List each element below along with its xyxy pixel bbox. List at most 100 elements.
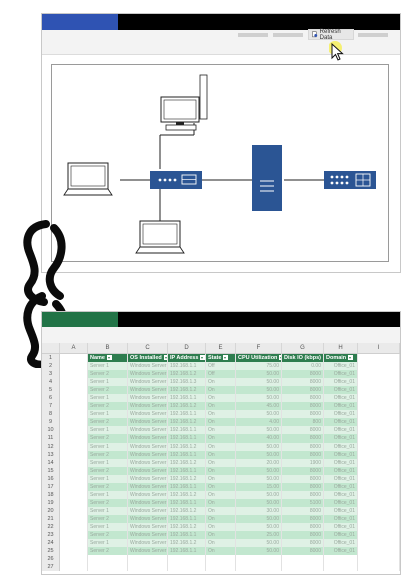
cell[interactable]: Windows Server — [128, 450, 168, 459]
cell[interactable]: 8000 — [282, 490, 324, 499]
cell[interactable]: Server 2 — [88, 531, 128, 540]
cell[interactable]: 8000 — [282, 450, 324, 459]
row-number[interactable]: 14 — [42, 458, 60, 467]
cell[interactable]: On — [206, 410, 236, 419]
cell[interactable] — [236, 555, 282, 564]
cell[interactable] — [358, 410, 400, 419]
cell[interactable] — [60, 402, 88, 411]
cell[interactable] — [358, 402, 400, 411]
cell[interactable]: Server 1 — [88, 506, 128, 515]
cell[interactable]: Office_01 — [324, 362, 358, 371]
row-number[interactable]: 5 — [42, 386, 60, 395]
cell[interactable]: On — [206, 522, 236, 532]
column-header[interactable]: A — [60, 343, 88, 353]
cell[interactable]: 50.00 — [236, 522, 282, 532]
cell[interactable]: 50.00 — [236, 394, 282, 403]
diagram-canvas[interactable] — [51, 64, 389, 262]
row-number[interactable]: 12 — [42, 442, 60, 451]
cell[interactable]: Office_01 — [324, 402, 358, 411]
column-header[interactable]: I — [358, 343, 400, 353]
cell[interactable]: 192.168.1.2 — [168, 539, 206, 548]
cell[interactable]: 192.168.1.2 — [168, 418, 206, 427]
cell[interactable] — [60, 434, 88, 443]
cell[interactable]: Office_01 — [324, 531, 358, 540]
ribbon-button[interactable] — [358, 33, 388, 37]
row-number[interactable]: 6 — [42, 394, 60, 403]
cell[interactable]: 192.168.1.2 — [168, 458, 206, 467]
cell[interactable]: 192.168.1.2 — [168, 442, 206, 451]
cell[interactable]: Windows Server — [128, 378, 168, 387]
filter-dropdown-icon[interactable] — [348, 355, 354, 361]
cell[interactable]: 192.168.1.2 — [168, 522, 206, 532]
ribbon-button[interactable] — [273, 33, 303, 37]
cell[interactable]: 8000 — [282, 426, 324, 435]
cell[interactable] — [358, 547, 400, 556]
table-column-header[interactable]: CPU Utilization — [236, 354, 282, 363]
cell[interactable] — [60, 506, 88, 515]
cell[interactable]: 50.00 — [236, 498, 282, 507]
cell[interactable]: 8000 — [282, 482, 324, 491]
cell[interactable]: Windows Server — [128, 370, 168, 379]
cell[interactable]: On — [206, 531, 236, 540]
cell[interactable] — [206, 563, 236, 572]
cell[interactable] — [358, 394, 400, 403]
column-header[interactable]: E — [206, 343, 236, 353]
cell[interactable]: 8000 — [282, 410, 324, 419]
cell[interactable] — [358, 426, 400, 435]
cell[interactable]: Windows Server — [128, 410, 168, 419]
cell[interactable]: Windows Server — [128, 362, 168, 371]
cell[interactable] — [60, 378, 88, 387]
cell[interactable]: 50.00 — [236, 466, 282, 475]
cell[interactable]: 50.00 — [236, 514, 282, 523]
cell[interactable] — [358, 458, 400, 467]
row-number[interactable]: 17 — [42, 482, 60, 491]
cell[interactable]: On — [206, 426, 236, 435]
filter-dropdown-icon[interactable] — [163, 355, 167, 361]
cell[interactable]: 192.168.1.2 — [168, 370, 206, 379]
ribbon-button[interactable] — [238, 33, 268, 37]
server-icon[interactable] — [252, 145, 282, 211]
cell[interactable]: 45.00 — [236, 402, 282, 411]
cell[interactable]: 15.00 — [236, 482, 282, 491]
cell[interactable]: Office_01 — [324, 418, 358, 427]
refresh-data-button[interactable]: Refresh Data — [308, 29, 354, 41]
cell[interactable]: On — [206, 394, 236, 403]
cell[interactable] — [60, 426, 88, 435]
cell[interactable]: 40.00 — [236, 434, 282, 443]
cell[interactable]: Office_01 — [324, 498, 358, 507]
cell[interactable] — [60, 498, 88, 507]
cell[interactable]: 192.168.1.1 — [168, 498, 206, 507]
laptop-icon[interactable] — [135, 220, 185, 254]
cell[interactable]: Server 1 — [88, 474, 128, 483]
cell[interactable]: 192.168.1.1 — [168, 450, 206, 459]
cell[interactable]: 8000 — [282, 434, 324, 443]
cell[interactable] — [168, 555, 206, 564]
cell[interactable] — [358, 514, 400, 523]
cell[interactable]: On — [206, 474, 236, 483]
cell[interactable] — [128, 563, 168, 572]
cell[interactable]: Windows Server — [128, 514, 168, 523]
column-header[interactable]: F — [236, 343, 282, 353]
cell[interactable] — [358, 563, 400, 572]
cell[interactable] — [60, 410, 88, 419]
cell[interactable] — [358, 362, 400, 371]
cell[interactable] — [358, 450, 400, 459]
cell[interactable]: Office_01 — [324, 450, 358, 459]
cell[interactable]: 4.00 — [236, 418, 282, 427]
cell[interactable]: 50.00 — [236, 547, 282, 556]
cell[interactable]: Server 1 — [88, 522, 128, 532]
cell[interactable]: 8000 — [282, 522, 324, 532]
cell[interactable] — [60, 522, 88, 532]
table-column-header[interactable]: OS Installed — [128, 354, 168, 363]
cell[interactable]: 192.168.1.2 — [168, 490, 206, 499]
cell[interactable]: 800 — [282, 418, 324, 427]
cell[interactable]: Windows Server — [128, 531, 168, 540]
router-icon[interactable] — [324, 171, 376, 189]
row-number[interactable]: 24 — [42, 539, 60, 548]
cell[interactable] — [128, 555, 168, 564]
cell[interactable]: 50.00 — [236, 410, 282, 419]
cell[interactable]: 50.00 — [236, 442, 282, 451]
row-number[interactable]: 9 — [42, 418, 60, 427]
row-number[interactable]: 7 — [42, 402, 60, 411]
cell[interactable] — [60, 539, 88, 548]
